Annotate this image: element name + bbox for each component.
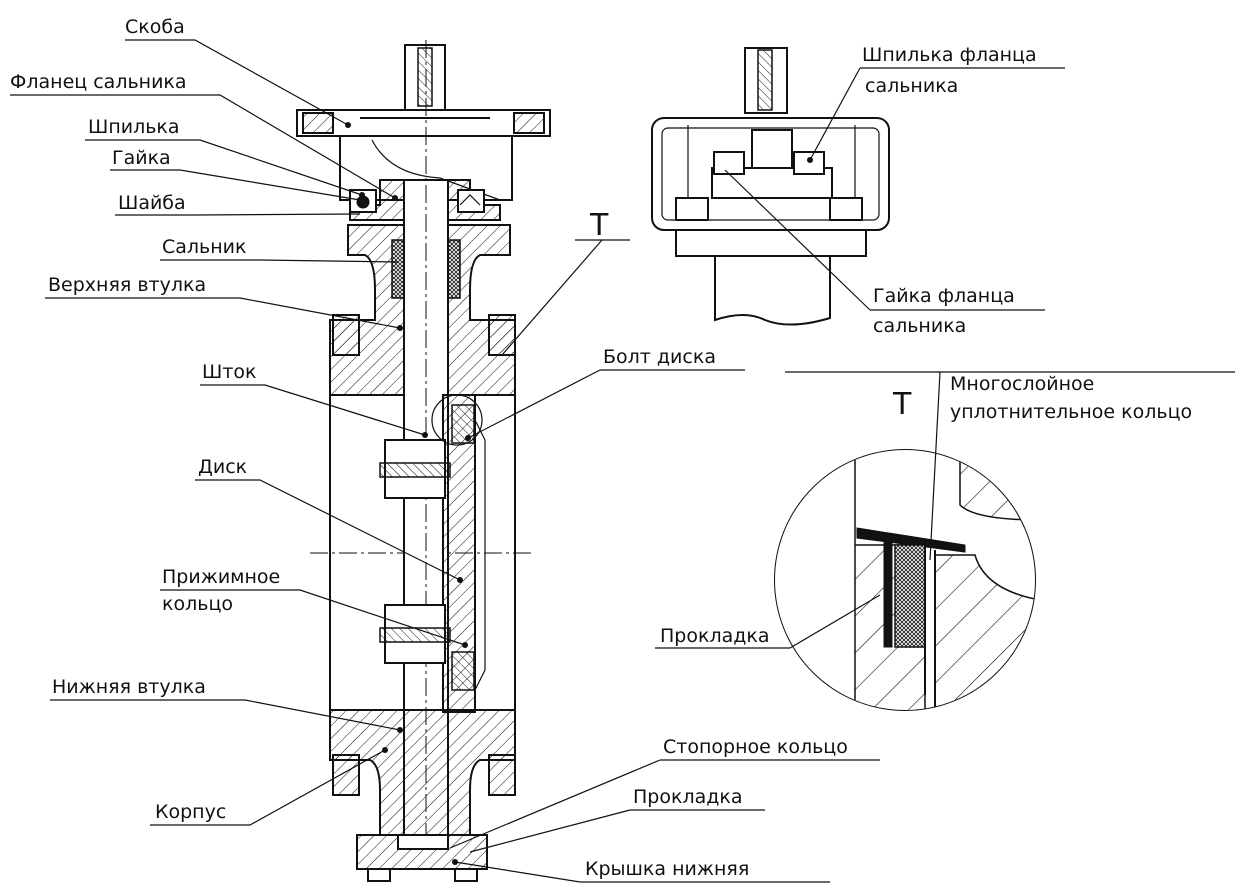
label-gaika-flantsa-2: сальника [873, 315, 966, 337]
detail-view-t [774, 449, 1036, 711]
label-prizhimnoe-1: Прижимное [162, 566, 280, 588]
main-section-view [296, 40, 551, 882]
label-kryshka-nizhnyaya: Крышка нижняя [585, 858, 749, 880]
label-salnik: Сальник [162, 236, 247, 258]
label-shtok: Шток [202, 361, 257, 383]
label-gaika: Гайка [112, 147, 171, 169]
label-nizhnyaya-vtulka: Нижняя втулка [52, 676, 206, 698]
label-gaika-flantsa-1: Гайка фланца [873, 285, 1015, 307]
label-mnogosloinoe-2: уплотнительное кольцо [950, 401, 1192, 423]
label-korpus: Корпус [155, 801, 226, 823]
detail-mark-t: T [892, 387, 912, 422]
side-view-top [651, 47, 890, 326]
label-bolt-diska: Болт диска [603, 346, 716, 368]
label-stopornoe-koltso: Стопорное кольцо [663, 736, 848, 758]
label-prokladka-bottom: Прокладка [633, 786, 743, 808]
detail-mark-t-top: T [589, 208, 609, 243]
label-verkhnyaya-vtulka: Верхняя втулка [48, 274, 206, 296]
label-shpilka: Шпилька [88, 116, 180, 138]
label-skoba: Скоба [125, 16, 185, 38]
label-shpilka-flantsa-1: Шпилька фланца [862, 44, 1037, 66]
label-flanets-salnika: Фланец сальника [10, 71, 187, 93]
label-disk: Диск [198, 456, 247, 478]
label-shpilka-flantsa-2: сальника [865, 75, 958, 97]
label-prizhimnoe-2: кольцо [162, 593, 233, 615]
label-mnogosloinoe-1: Многослойное [950, 373, 1094, 395]
leader-lines [10, 39, 1235, 883]
labels: Скоба Фланец сальника Шпилька Гайка Шайб… [10, 16, 1192, 880]
label-shaiba: Шайба [118, 192, 186, 214]
label-prokladka-detail: Прокладка [660, 625, 770, 647]
